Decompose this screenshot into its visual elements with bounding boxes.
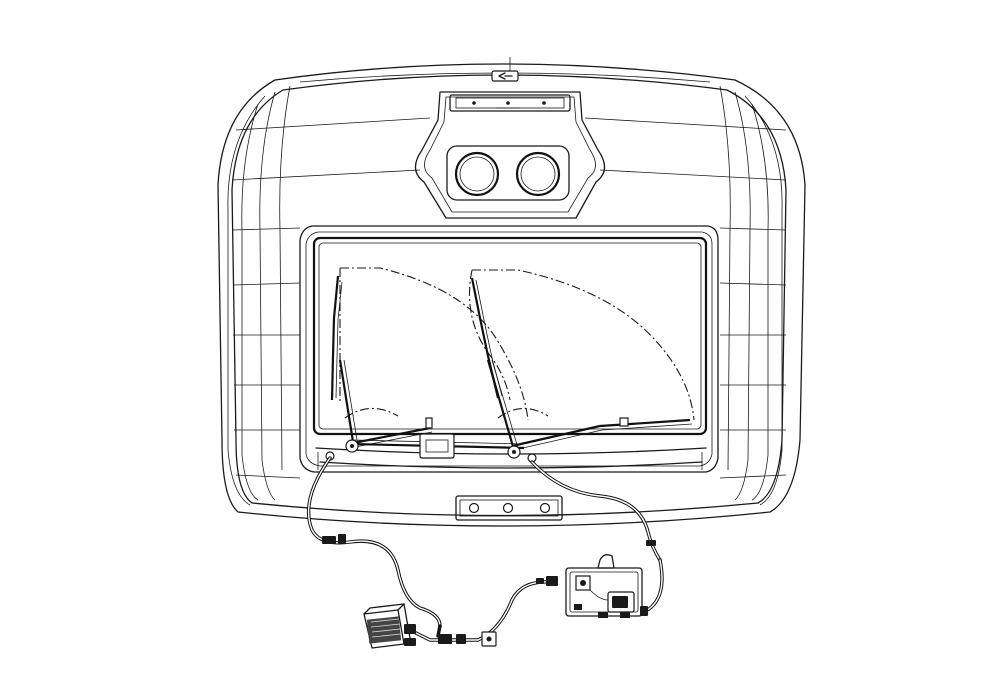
control-module — [363, 603, 411, 649]
lamp-3 — [539, 502, 551, 514]
connector — [438, 634, 452, 644]
lamp-panel — [455, 495, 563, 521]
cab-shell — [217, 57, 806, 527]
lamp-1 — [468, 502, 480, 514]
roof-light-right — [515, 151, 561, 197]
wiring-harness — [306, 456, 664, 647]
roof-light-left — [454, 151, 500, 197]
washer-pump-unit — [565, 554, 643, 618]
lamp-2 — [502, 502, 514, 514]
wiper-linkage — [325, 417, 537, 463]
roof-badge — [491, 70, 519, 82]
wiper-right — [470, 277, 693, 451]
connector — [322, 536, 336, 544]
connector — [546, 576, 558, 586]
wiper-motor — [419, 433, 455, 459]
roof-light-pod — [414, 91, 606, 219]
wiper-sweep-arcs — [339, 267, 695, 421]
wiper-left — [330, 275, 433, 449]
